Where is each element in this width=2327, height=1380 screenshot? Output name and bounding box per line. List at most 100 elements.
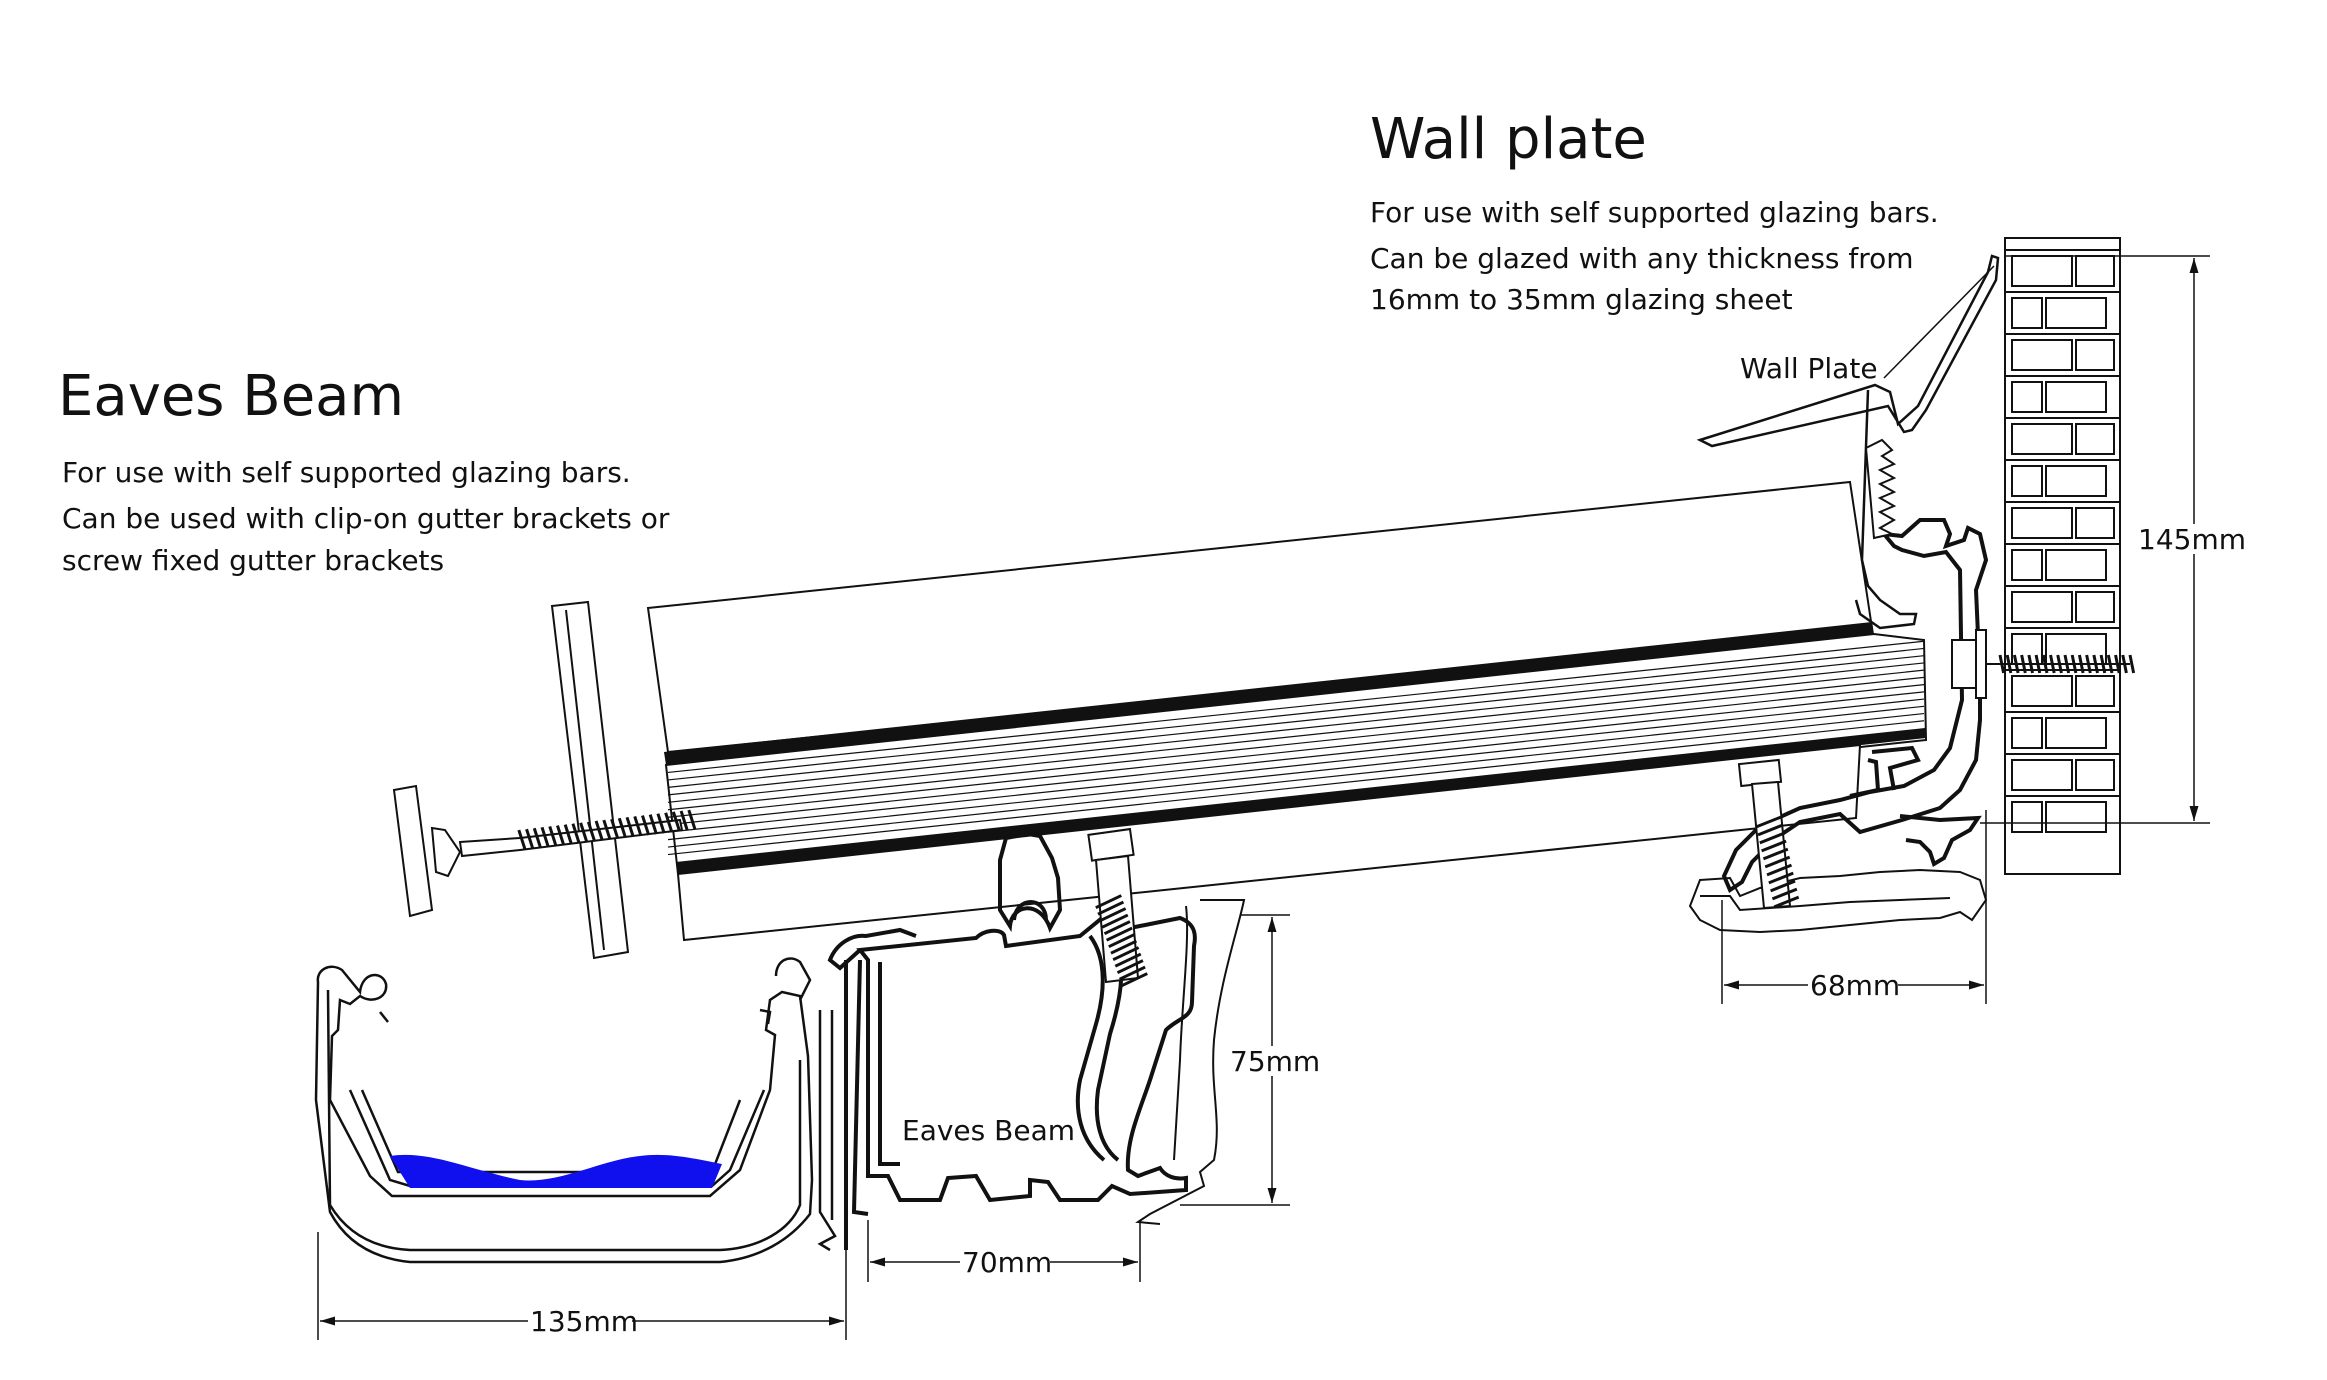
thread-turn <box>1108 933 1135 949</box>
brick <box>2075 255 2115 287</box>
thread-turn <box>548 825 558 847</box>
thread-turn <box>1761 839 1787 853</box>
eaves-fixing-screw <box>392 784 697 918</box>
thread-turn <box>2041 654 2049 674</box>
brick <box>2075 591 2115 623</box>
thread-turn <box>1998 654 2006 674</box>
dim-beam-height: 75mm <box>1230 1045 1320 1078</box>
thread-turn <box>2034 654 2042 674</box>
thread-turn <box>2020 654 2027 674</box>
thread-turn <box>1112 946 1140 962</box>
thread-turn <box>1121 972 1148 988</box>
thread-turn <box>594 820 604 841</box>
thread-turn <box>1762 847 1789 861</box>
thread-turn <box>2070 654 2078 674</box>
thread-turn <box>602 819 612 840</box>
thread-turn <box>656 813 666 834</box>
brick <box>2075 759 2115 791</box>
thread-turn <box>2085 654 2092 674</box>
glazing-sheet <box>646 480 1928 942</box>
thread-turn <box>2012 654 2020 674</box>
dim-wall-height: 145mm <box>2138 523 2246 556</box>
thread-turn <box>2128 654 2136 674</box>
thread-turn <box>1095 894 1122 910</box>
thread-turn <box>563 824 573 845</box>
wall-plate-bolt <box>1737 758 1792 910</box>
thread-turn <box>617 817 627 839</box>
wall-plate-body <box>1721 518 1989 893</box>
thread-turn <box>1103 920 1131 936</box>
brick <box>2075 423 2115 455</box>
brick <box>2075 675 2115 707</box>
rib-line <box>667 712 1925 848</box>
rib-line <box>667 691 1925 826</box>
thread-turn <box>571 823 581 844</box>
wall-desc-line3: 16mm to 35mm glazing sheet <box>1370 283 1793 316</box>
thread-turn <box>1770 879 1796 893</box>
brick <box>2045 297 2107 329</box>
rib-line <box>667 705 1925 841</box>
dim-beam-width: 70mm <box>962 1246 1052 1279</box>
thread-turn <box>2056 654 2063 674</box>
thread-turn <box>1773 895 1800 909</box>
thread-turn <box>2099 654 2107 674</box>
brick <box>2011 255 2073 287</box>
thread-turn <box>525 828 535 850</box>
dim-gutter-width: 135mm <box>530 1305 638 1338</box>
thread-turn <box>556 825 566 846</box>
brick <box>2011 591 2073 623</box>
thread-turn <box>1110 939 1138 955</box>
wall-desc-line2: Can be glazed with any thickness from <box>1370 242 1914 275</box>
thread-turn <box>1118 965 1146 981</box>
brick <box>2011 507 2073 539</box>
rib-line <box>667 720 1925 856</box>
thread-turn <box>2092 654 2099 674</box>
thread-turn <box>2077 654 2085 674</box>
thread-turn <box>1105 926 1133 942</box>
brick <box>2011 801 2043 833</box>
brick <box>2011 381 2043 413</box>
brick <box>2011 675 2073 707</box>
glazing-ribs <box>667 640 1925 856</box>
brick <box>2045 465 2107 497</box>
brick-courses <box>2005 249 2120 833</box>
thread <box>517 809 697 850</box>
rafter-support <box>1688 868 1988 934</box>
eaves-desc-line3: screw fixed gutter brackets <box>62 544 444 577</box>
thread-turn <box>517 829 527 850</box>
eaves-beam-label: Eaves Beam <box>902 1114 1075 1147</box>
brick <box>2011 759 2073 791</box>
thread-turn <box>648 814 658 835</box>
thread-turn <box>1757 823 1784 837</box>
thread-turn <box>679 810 689 831</box>
thread-turn <box>1755 815 1782 829</box>
thread-turn <box>1114 952 1142 968</box>
brick <box>2011 297 2043 329</box>
end-closure <box>550 600 630 960</box>
rib-line <box>667 640 1925 774</box>
thread-turn <box>579 822 589 843</box>
gutter <box>314 957 837 1264</box>
thread-turn <box>1097 900 1125 916</box>
thread-turn <box>1101 913 1129 929</box>
brick <box>2075 339 2115 371</box>
thread-turn <box>1768 871 1794 885</box>
thread-turn <box>2005 654 2013 674</box>
thread-turn <box>687 809 697 830</box>
wall-desc-line1: For use with self supported glazing bars… <box>1370 196 1939 229</box>
brick <box>2075 507 2115 539</box>
brick <box>2045 633 2107 665</box>
brick <box>2011 717 2043 749</box>
thread-turn <box>664 812 674 833</box>
eaves-desc-line1: For use with self supported glazing bars… <box>62 456 631 489</box>
thread-turn <box>2063 654 2071 674</box>
rib-line <box>667 647 1925 781</box>
rib-line <box>667 662 1925 796</box>
thread-turn <box>625 816 635 838</box>
thread-turn <box>2027 654 2034 674</box>
brick <box>2011 465 2043 497</box>
thread-turn <box>1766 863 1793 877</box>
brick <box>2045 801 2107 833</box>
gutter-water <box>390 1154 722 1188</box>
